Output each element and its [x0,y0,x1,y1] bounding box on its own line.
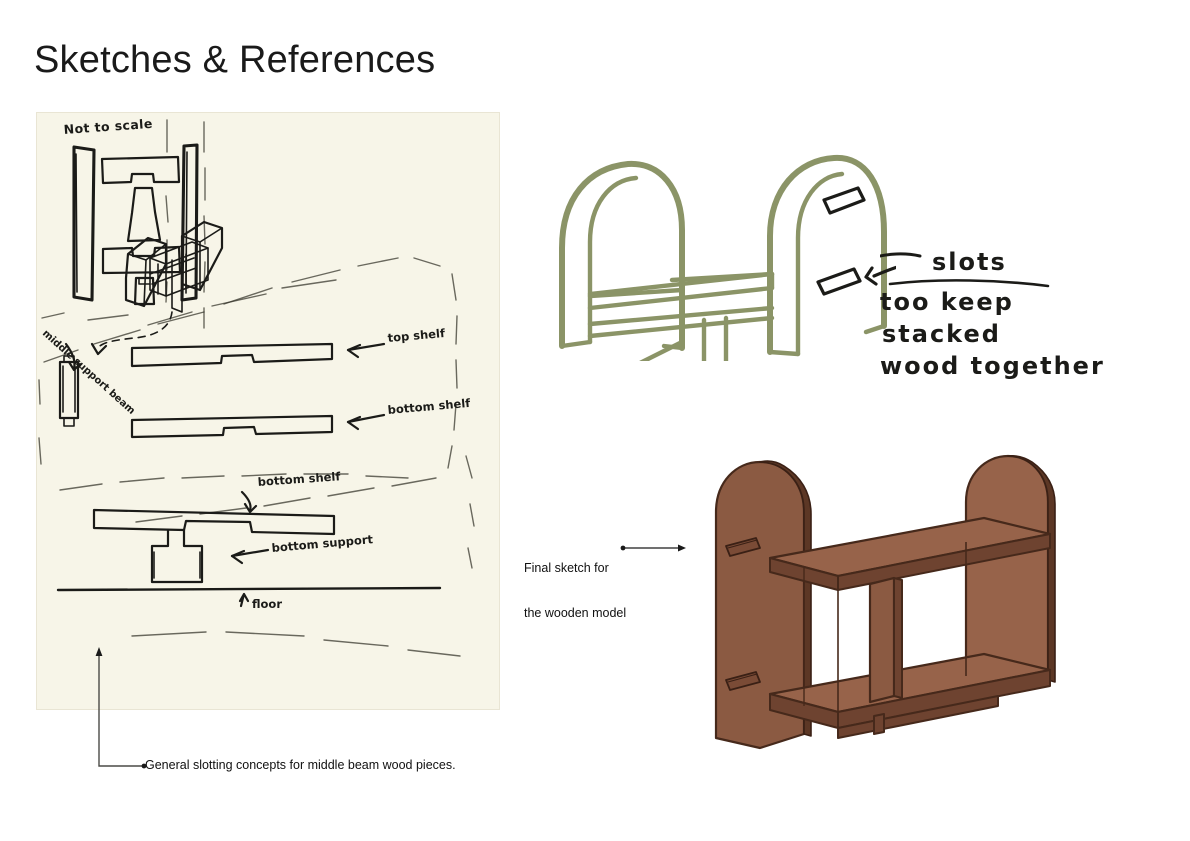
note-line-too-keep: too keep [880,288,1014,316]
final-sketch-line1: Final sketch for [524,561,609,575]
not-to-scale-text: Not to scale [63,116,153,137]
general-slotting-leader-line [95,647,147,769]
left-arched-panel [559,160,685,351]
final-sketch-caption: Final sketch for the wooden model [524,531,626,636]
floor-text: floor [252,597,282,611]
label-bottom-shelf-2: bottom shelf [240,469,342,514]
top-slot-diagram [72,143,199,306]
bottom-stray-lines [131,455,475,657]
panel-slot-lower [725,671,761,691]
wood-model-svg: .wood { fill:#8B5A42; stroke:#46291B; st… [714,454,1056,750]
final-sketch-leader-line [620,544,686,552]
bottom-support-text: bottom support [271,532,374,555]
leader-arrowhead [678,544,686,552]
label-bottom-shelf: bottom shelf [346,396,472,431]
dashed-column-divider [203,121,206,329]
pencil-sketch-page: .ink { fill:none; stroke:#1b1b18; stroke… [36,112,500,710]
label-bottom-support: bottom support [230,532,374,565]
bottom-shelf-plank [130,414,334,439]
green-line-bookshelf-sketch: .grn { fill:none; stroke:#8B9467; stroke… [536,96,910,401]
bottom-shelf-2-text: bottom shelf [257,469,342,489]
leader-arrowhead-up [95,647,103,656]
slot-upper-line [727,539,758,549]
slots-underline [888,279,1050,288]
slot-mark-upper [822,186,866,215]
dashed-leader-to-top-shelf [90,311,173,356]
bottom-assembly-diagram [56,508,442,592]
top-shelf-green [587,271,775,311]
label-top-shelf: top shelf [346,326,446,359]
right-side-panel [964,454,1056,696]
note-connector-stroke [864,252,922,262]
bottom-shelf-text: bottom shelf [387,396,472,417]
general-slotting-caption: General slotting concepts for middle bea… [145,758,456,772]
middle-support-beam-text: middle support beam [40,328,137,417]
label-floor: floor [238,592,282,611]
brown-rendered-bookshelf: .wood { fill:#8B5A42; stroke:#46291B; st… [698,448,1068,758]
arrowhead-middle-beam [67,360,82,372]
leader-dot [620,545,626,551]
final-sketch-line2: the wooden model [524,606,627,620]
hand-drawn-divider-lower [59,473,409,491]
sketch-drawing: .ink { fill:none; stroke:#1b1b18; stroke… [38,116,475,657]
hand-drawn-divider-upper [41,119,337,326]
leader-end-dot [141,763,147,769]
note-line-stacked: stacked [882,320,1001,348]
leader-path [98,654,143,767]
slots-note-svg: .hw { font-family:"DejaVu Sans", sans-se… [864,248,1105,380]
label-not-to-scale: Not to scale [63,116,153,137]
note-line-wood-together: wood together [880,352,1105,380]
page-title: Sketches & References [34,39,436,81]
middle-support-beam-piece [58,355,80,427]
isometric-slot-joint [124,220,224,313]
center-divider-board [868,576,903,704]
top-shelf-back-edge [587,287,685,299]
top-shelf-text-line1: top shelf [387,326,446,345]
base-rail [837,695,999,739]
bottom-shelf-board [768,652,1052,729]
slot-mark-lower [816,267,862,296]
green-sketch-svg: .grn { fill:none; stroke:#8B9467; stroke… [559,154,910,401]
arrow-to-middle-beam [64,342,76,370]
slot-lower-line [727,673,758,683]
label-middle-support-beam: middle support beam [40,328,137,417]
note-line-slots: slots [932,248,1007,276]
middle-region-outline [38,257,458,523]
top-shelf-plank [130,342,334,368]
handwritten-slots-note: .hw { font-family:"DejaVu Sans", sans-se… [864,240,1150,390]
right-arched-panel [767,154,887,357]
panel-slot-upper [725,537,761,557]
